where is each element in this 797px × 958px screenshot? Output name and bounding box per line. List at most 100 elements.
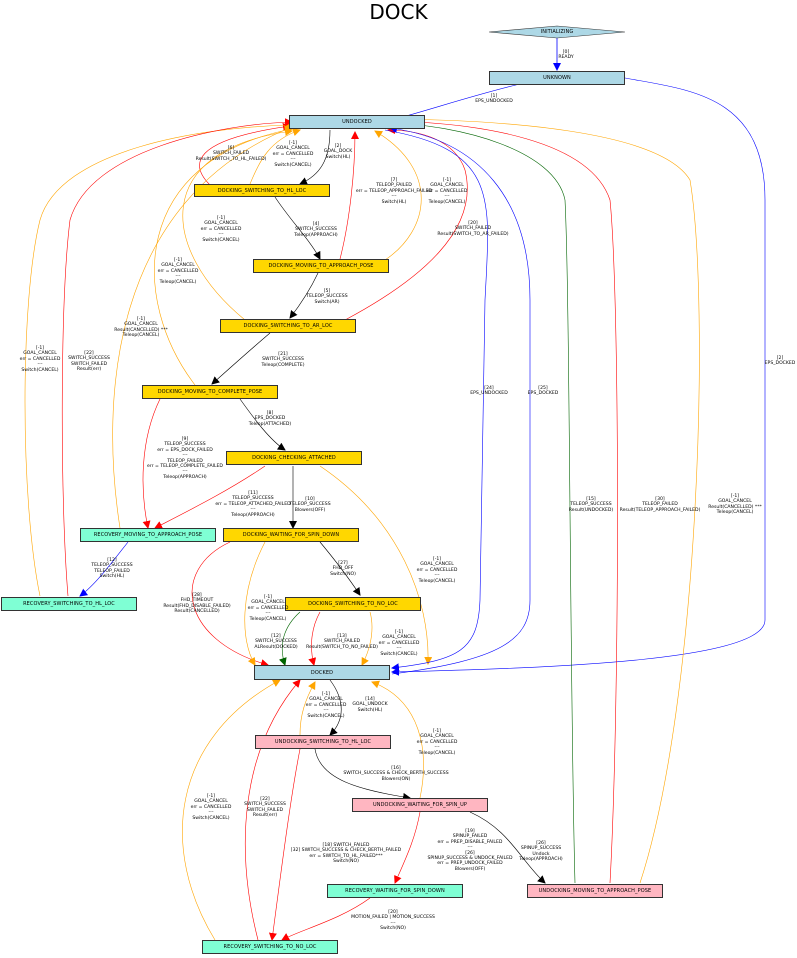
label-rechl-undocked-res: [22] SWITCH_SUCCESS SWITCH_FAILED Result… bbox=[68, 351, 110, 373]
label-swar-undocked-fail: [20] SWITCH_FAILED Result(SWITCH_TO_AR_F… bbox=[437, 221, 509, 237]
label-unhl-recno: [18] SWITCH_FAILED [32] SWITCH_SUCCESS &… bbox=[290, 843, 402, 865]
label-unwait-recwait: [19] SPINUP_FAILED err = PREP_DISABLE_FA… bbox=[427, 829, 513, 872]
label-chk-wait: [10] TELEOP_SUCCESS Blowers(OFF) bbox=[289, 497, 331, 513]
state-undocking-waiting-for-spin-up: UNDOCKING_WAITING_FOR_SPIN_UP bbox=[352, 798, 488, 812]
label-swar-mvcomp: [21] SWITCH_SUCCESS Teleop(COMPLETE) bbox=[261, 352, 305, 368]
edge-rechl-undocked-cancel bbox=[24, 121, 293, 597]
edge-unmv-undocked-fail bbox=[389, 117, 618, 884]
edge-swno-docked-fail bbox=[308, 611, 321, 666]
label-recno-docked-res: [22] SWITCH_SUCCESS SWITCH_FAILED Result… bbox=[244, 797, 286, 819]
label-swhl-undocked-fail: [6] SWITCH_FAILED Result(SWITCH_TO_HL_FA… bbox=[195, 146, 267, 162]
edge-mvapp-undocked-cancel bbox=[374, 130, 422, 261]
state-recovery-switching-to-hl-loc: RECOVERY_SWITCHING_TO_HL_LOC bbox=[1, 597, 137, 611]
label-mvapp-undocked-fail: [7] TELEOP_FAILED err = TELEOP_APPROACH_… bbox=[355, 178, 433, 205]
initializing-diamond-shape bbox=[488, 25, 626, 39]
label-unmv-undocked-fail: [30] TELEOP_FAILED Result(TELEOP_APPROAC… bbox=[619, 497, 701, 513]
label-rec-undocked-cancel: [-1] GOAL_CANCEL Result(CANCELLED) *** T… bbox=[114, 317, 168, 339]
label-undocked-swhl: [2] GOAL_DOCK Switch(HL) bbox=[323, 144, 353, 160]
edge-unhl-unwait bbox=[314, 748, 411, 801]
label-mvapp-undocked-cancel: [-1] GOAL_CANCEL err = CANCELLED --- Tel… bbox=[426, 178, 468, 205]
edge-swar-mvcomp bbox=[211, 332, 271, 385]
label-unhl-unwait: [16] SWITCH_SUCCESS & CHECK_BERTH_SUCCES… bbox=[343, 766, 449, 782]
edge-swhl-mvapp bbox=[274, 196, 321, 260]
label-unwait-unmv: [26] SPINUP_SUCCESS Undock Teleop(APPROA… bbox=[519, 841, 563, 863]
state-undocked: UNDOCKED bbox=[289, 115, 425, 129]
label-mvcomp-undocked-cancel: [-1] GOAL_CANCEL err = CANCELLED --- Tel… bbox=[157, 258, 199, 285]
edge-rec-undocked-cancel bbox=[112, 125, 293, 529]
edge-mvcomp-chk bbox=[239, 398, 286, 451]
edge-recno-docked-res bbox=[244, 679, 301, 941]
edge-wait-swno bbox=[319, 541, 361, 596]
state-recovery-switching-to-no-loc: RECOVERY_SWITCHING_TO_NO_LOC bbox=[202, 940, 338, 954]
state-undocking-moving-to-approach-pose: UNDOCKING_MOVING_TO_APPROACH_POSE bbox=[527, 884, 663, 898]
label-mvcomp-chk: [8] EPS_DOCKED Teleop(ATTACHED) bbox=[248, 411, 292, 427]
edge-unwait-recwait bbox=[394, 811, 421, 884]
edge-docked-undocked-eps bbox=[389, 124, 531, 675]
label-docked-unhl: [14] GOAL_UNDOCK Switch(HL) bbox=[352, 697, 388, 713]
edge-unhl-recno bbox=[268, 748, 301, 941]
state-initializing-label: INITIALIZING bbox=[540, 29, 574, 35]
label-rechl-undocked-cancel: [-1] GOAL_CANCEL err = CANCELLED --- Swi… bbox=[19, 346, 61, 373]
label-docked-undocked-eps: [25] EPS_DOCKED bbox=[527, 386, 559, 397]
diagram-title: DOCK bbox=[369, 0, 428, 24]
label-unknown-docked: [2] EPS_DOCKED bbox=[764, 356, 796, 367]
label-chk-docked-cancel: [-1] GOAL_CANCEL err = CANCELLED --- Tel… bbox=[416, 557, 458, 584]
label-wait-swno: [27] FHD_OFF Switch(NO) bbox=[330, 561, 356, 577]
edge-rechl-undocked-res bbox=[61, 118, 293, 597]
state-recovery-waiting-for-spin-down: RECOVERY_WAITING_FOR_SPIN_DOWN bbox=[327, 884, 463, 898]
state-docking-moving-to-approach-pose: DOCKING_MOVING_TO_APPROACH_POSE bbox=[253, 259, 389, 273]
state-docking-moving-to-complete-pose: DOCKING_MOVING_TO_COMPLETE_POSE bbox=[142, 385, 278, 399]
edge-mvapp-undocked-fail bbox=[339, 131, 359, 260]
label-swno-docked-ok: [12] SWITCH_SUCCESS ALResult(DOCKED) bbox=[254, 634, 298, 650]
label-rec-rechl: [12] TELEOP_SUCCESS TELEOP_FAILED Switch… bbox=[91, 558, 133, 580]
edge-swno-docked-ok bbox=[278, 611, 301, 666]
edge-chk-docked-cancel bbox=[319, 465, 433, 665]
edge-swno-docked-cancel bbox=[361, 611, 373, 666]
edge-mvcomp-undocked-cancel bbox=[154, 126, 293, 386]
edge-unwait-docked-cancel bbox=[371, 680, 424, 799]
edge-unhl-docked-cancel bbox=[299, 681, 316, 736]
state-recovery-moving-to-approach-pose: RECOVERY_MOVING_TO_APPROACH_POSE bbox=[80, 528, 216, 542]
state-docking-switching-to-ar-loc: DOCKING_SWITCHING_TO_AR_LOC bbox=[220, 319, 356, 333]
edge-wait-docked-cancel bbox=[244, 541, 266, 666]
edge-unwait-unmv bbox=[469, 811, 546, 884]
edge-undocked-swhl bbox=[299, 129, 331, 185]
edge-swhl-undocked-fail bbox=[199, 123, 291, 186]
label-mvapp-swar: [5] TELEOP_SUCCESS Switch(AR) bbox=[306, 289, 348, 305]
state-undocking-switching-to-hl-loc: UNDOCKING_SWITCHING_TO_HL_LOC bbox=[255, 735, 391, 749]
edge-mvapp-swar bbox=[289, 272, 319, 319]
edge-unmv-docked-cancel bbox=[389, 115, 700, 884]
edge-chk-rec bbox=[154, 465, 266, 529]
label-recwait-recno: [20] MOTION_FAILED | MOTION_SUCCESS --- … bbox=[351, 910, 435, 932]
label-swhl-mvapp: [4] SWITCH_SUCCESS Teleop(APPROACH) bbox=[294, 222, 338, 238]
state-docking-switching-to-no-loc: DOCKING_SWITCHING_TO_NO_LOC bbox=[285, 597, 421, 611]
edge-docked-unhl bbox=[329, 679, 342, 736]
label-init-unknown: [0] READY bbox=[558, 50, 574, 61]
label-unmv-undocked-ok: [15] TELEOP_SUCCESS Result(UNDOCKED) bbox=[568, 497, 614, 513]
label-unwait-docked-cancel: [-1] GOAL_CANCEL err = CANCELLED --- Tel… bbox=[416, 729, 458, 756]
edge-recwait-recno bbox=[281, 897, 371, 941]
state-docking-waiting-for-spin-down: DOCKING_WAITING_FOR_SPIN_DOWN bbox=[223, 528, 359, 542]
label-swno-docked-fail: [13] SWITCH_FAILED Result(SWITCH_TO_NO_F… bbox=[306, 634, 378, 650]
label-unhl-docked-cancel: [-1] GOAL_CANCEL err = CANCELLED --- Swi… bbox=[305, 692, 347, 719]
edge-unmv-undocked-ok bbox=[389, 119, 576, 884]
label-unmv-docked-cancel: [-1] GOAL_CANCEL Result(CANCELLED) *** T… bbox=[708, 494, 762, 516]
label-recno-docked-cancel: [-1] GOAL_CANCEL err = CANCELLED --- Swi… bbox=[190, 794, 232, 821]
label-unknown-undocked: [1] EPS_UNDOCKED bbox=[475, 94, 513, 105]
label-undocked-docked-eps: [24] EPS_UNDOCKED bbox=[470, 386, 508, 397]
edge-swar-undocked-cancel bbox=[182, 127, 293, 321]
label-swno-docked-cancel: [-1] GOAL_CANCEL err = CANCELLED --- Swi… bbox=[378, 630, 420, 657]
label-wait-docked-cancel: [-1] GOAL_CANCEL err = CANCELLED --- Tel… bbox=[247, 595, 289, 622]
state-unknown: UNKNOWN bbox=[489, 71, 625, 85]
label-swar-undocked-cancel: [-1] GOAL_CANCEL err = CANCELLED --- Swi… bbox=[200, 216, 242, 243]
label-swhl-undocked-cancel: [-1] GOAL_CANCEL err = CANCELLED --- Swi… bbox=[272, 141, 314, 168]
label-mvcomp-rec: [9] TELEOP_SUCCESS err = EPS_DOCK_FAILED… bbox=[147, 437, 223, 480]
state-docking-switching-to-hl-loc: DOCKING_SWITCHING_TO_HL_LOC bbox=[194, 184, 330, 197]
edge-wait-docked-timeout bbox=[191, 541, 269, 667]
edge-undocked-docked-eps bbox=[384, 129, 488, 672]
label-wait-docked-timeout: [28] FHD_TIMEOUT Result(FHD_DISABLE_FAIL… bbox=[163, 593, 231, 615]
edge-rec-rechl bbox=[79, 541, 129, 597]
edge-swar-undocked-fail bbox=[344, 126, 468, 321]
label-chk-rec: [11] TELEOP_SUCCESS err = TELEOP_ATTACHE… bbox=[215, 491, 291, 518]
